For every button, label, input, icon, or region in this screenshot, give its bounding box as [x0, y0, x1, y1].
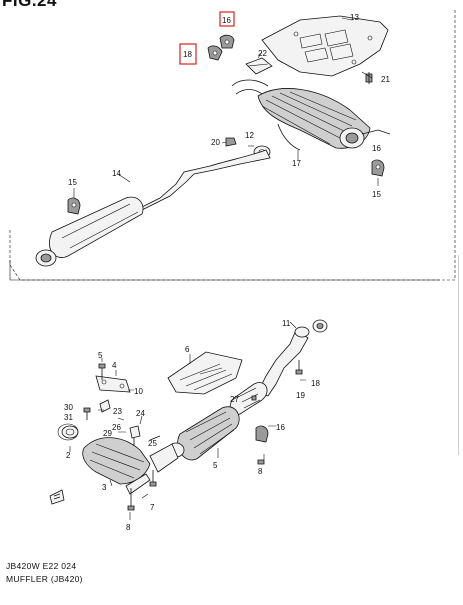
highlight-box-18	[179, 43, 197, 65]
heat-shield-upper	[261, 15, 389, 77]
muffler-assembly-17	[231, 79, 391, 151]
sensor-23	[99, 399, 111, 413]
hanger-16-top	[219, 34, 235, 49]
leader-13	[341, 17, 353, 21]
callout-21: 21	[381, 75, 390, 84]
callout-5-top: 5	[98, 351, 103, 360]
group-boundary-solid	[9, 260, 440, 281]
bolt-21	[365, 72, 373, 84]
callout-6: 6	[185, 345, 190, 354]
callout-4: 4	[112, 361, 117, 370]
bolt-27	[251, 395, 257, 401]
callout-16-top: 16	[222, 16, 231, 25]
catalytic-converter-5	[149, 382, 268, 473]
callout-14: 14	[112, 169, 121, 178]
front-pipe-11	[257, 319, 328, 397]
hanger-18-top	[207, 45, 223, 61]
nut-20	[225, 137, 237, 147]
gasket-2	[57, 423, 79, 441]
callout-12: 12	[245, 131, 254, 140]
callout-8-bottom-right: 8	[258, 467, 263, 476]
bracket-7	[125, 473, 151, 495]
gasket-22	[245, 57, 273, 75]
callout-11: 11	[282, 319, 291, 328]
callout-5: 5	[213, 461, 218, 470]
callout-20: 20	[211, 138, 220, 147]
callout-13: 13	[350, 13, 359, 22]
bracket-10	[95, 375, 131, 393]
stud-8-right	[149, 470, 157, 487]
callout-31: 31	[64, 413, 73, 422]
hanger-15-left	[67, 188, 81, 215]
callout-8: 8	[126, 523, 131, 532]
callout-15-left: 15	[68, 178, 77, 187]
callout-7: 7	[150, 503, 155, 512]
callout-22: 22	[258, 49, 267, 58]
bolt-30-31	[83, 407, 91, 420]
sensor-26-25	[129, 425, 161, 446]
bolt-5-top	[98, 363, 106, 380]
callout-15-right: 15	[372, 190, 381, 199]
highlight-box-16	[219, 11, 235, 27]
callout-26: 26	[112, 423, 121, 432]
callout-30: 30	[64, 403, 73, 412]
callout-3: 3	[102, 483, 107, 492]
hanger-16-bottom	[255, 425, 269, 443]
callout-16-bottom: 16	[276, 423, 285, 432]
callout-2: 2	[66, 451, 71, 460]
leaders-bottom	[69, 358, 306, 520]
diagram-name: MUFFLER (JB420)	[6, 574, 83, 584]
callout-29: 29	[103, 429, 112, 438]
leader-22	[257, 51, 263, 59]
callout-24: 24	[136, 409, 145, 418]
callout-19: 19	[296, 391, 305, 400]
callout-18-top: 18	[183, 50, 192, 59]
callout-16-right: 16	[372, 144, 381, 153]
callout-18-bottom: 18	[311, 379, 320, 388]
leader-14	[117, 173, 131, 183]
figure-title: FIG.24	[2, 0, 57, 10]
leader-11	[289, 321, 297, 329]
callout-25: 25	[148, 439, 157, 448]
oxygen-sensor-icon	[49, 489, 65, 505]
callout-17: 17	[292, 159, 301, 168]
main-pipe-14	[125, 149, 271, 219]
bolt-8-bottom-right	[257, 459, 265, 465]
bolt-18-bottom	[295, 360, 303, 375]
callout-27: 27	[230, 395, 239, 404]
page-edge	[458, 255, 463, 455]
callout-23: 23	[113, 407, 122, 416]
leader-21	[361, 71, 373, 79]
callout-10: 10	[134, 387, 143, 396]
rear-muffler	[35, 196, 144, 267]
heat-shield-6	[167, 351, 243, 395]
diagram-code: JB420W E22 024	[6, 561, 77, 571]
leader-20	[221, 141, 227, 144]
manifold-converter-3	[61, 425, 151, 485]
stud-8-left	[127, 488, 135, 511]
hanger-15-right	[371, 159, 385, 186]
